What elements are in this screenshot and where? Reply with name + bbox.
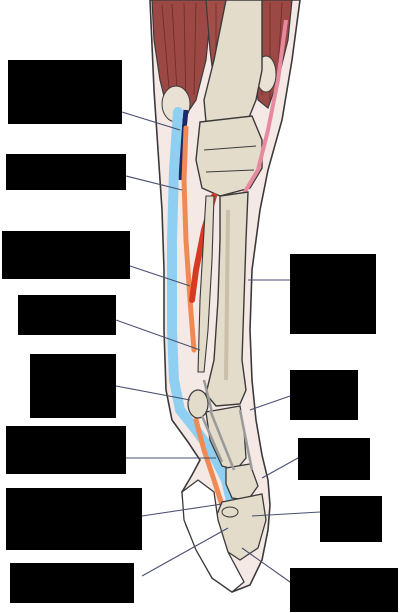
label-box-6 — [6, 426, 126, 474]
leader-line-8 — [141, 527, 229, 577]
label-box-7 — [6, 488, 142, 550]
label-box-3 — [2, 231, 130, 279]
leader-lines — [115, 111, 321, 583]
leader-line-7 — [141, 503, 223, 517]
label-box-4 — [18, 295, 116, 335]
label-box-13 — [290, 568, 398, 612]
leader-line-13 — [241, 547, 291, 583]
label-box-12 — [320, 496, 382, 542]
orange-tendon — [181, 125, 225, 508]
navy-vessel — [177, 109, 189, 181]
label-box-8 — [10, 563, 134, 603]
ligaments — [200, 379, 254, 471]
leader-line-11 — [261, 457, 299, 479]
sesamoid-bone — [187, 389, 209, 419]
label-box-11 — [298, 438, 370, 480]
carpal-bones — [195, 115, 263, 197]
leader-line-10 — [249, 395, 291, 411]
leader-line-4 — [115, 319, 201, 351]
splint-bone — [197, 195, 215, 373]
label-box-2 — [6, 154, 126, 190]
leader-line-3 — [129, 265, 191, 287]
navicular-bone — [221, 506, 239, 518]
leader-line-5 — [115, 385, 191, 401]
blue-flexor-tendon — [167, 107, 237, 510]
label-box-9 — [290, 254, 376, 334]
carpal-joint-lines — [203, 145, 257, 173]
leader-line-12 — [251, 511, 321, 517]
label-box-1 — [8, 60, 122, 124]
leader-line-2 — [125, 175, 183, 191]
cannon-bone-shade — [224, 209, 230, 381]
label-box-5 — [30, 354, 116, 418]
label-box-10 — [290, 370, 358, 420]
leader-line-1 — [121, 111, 181, 131]
